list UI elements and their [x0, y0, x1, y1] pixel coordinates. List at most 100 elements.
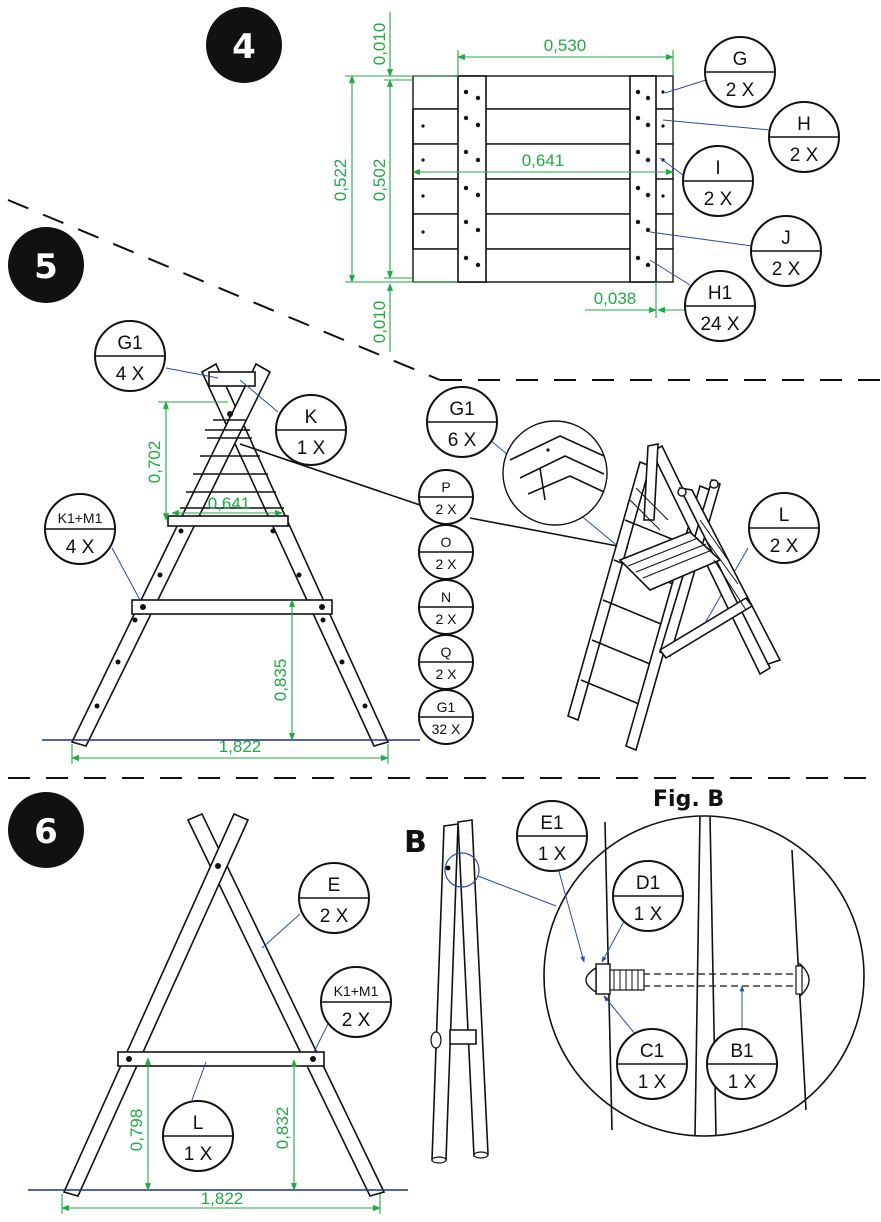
dim-0641: 0,641: [522, 151, 565, 170]
callout-k: K 1 X: [275, 394, 347, 466]
dim-0010-top: 0,010: [370, 23, 389, 66]
dim-0798: 0,798: [127, 1109, 146, 1152]
step4-dimensions: 0,530 0,641 0,522 0,502 0,010 0,010 0,03…: [331, 12, 690, 352]
frame-3d-view: [567, 443, 782, 752]
callout-h-qty: 2 X: [790, 145, 819, 166]
callout-q-code: Q: [441, 644, 452, 660]
callout-l-qty: 2 X: [770, 536, 799, 557]
callout-h1: H1 24 X: [684, 270, 756, 342]
callout-e1-qty: 1 X: [538, 844, 567, 865]
callout-p-code: P: [441, 479, 450, 495]
callout-o-qty: 2 X: [435, 556, 457, 572]
callout-e-qty: 2 X: [320, 906, 349, 927]
callout-q: Q 2 X: [418, 634, 474, 690]
step6-frame: [28, 812, 408, 1197]
callout-l-1x-code: L: [193, 1113, 204, 1134]
callout-o: O 2 X: [418, 524, 474, 580]
callout-n-code: N: [441, 589, 451, 605]
callout-e-code: E: [328, 875, 341, 896]
frame-side-view: [430, 819, 557, 1164]
callout-g-code: G: [733, 49, 748, 70]
callout-l-1x: L 1 X: [162, 1100, 234, 1172]
callout-i: I 2 X: [682, 145, 754, 217]
callout-e1-code: E1: [540, 813, 563, 834]
step-6-number: 6: [34, 812, 58, 852]
step-5-number: 5: [34, 247, 58, 287]
dim-1822-step5: 1,822: [219, 737, 262, 756]
callout-j: J 2 X: [750, 215, 822, 287]
deck-panel: [412, 75, 674, 283]
callout-q-qty: 2 X: [435, 666, 457, 682]
callout-n-qty: 2 X: [435, 611, 457, 627]
callout-j-code: J: [781, 228, 791, 249]
callout-g1-6x: G1 6 X: [426, 386, 498, 458]
callout-h: H 2 X: [768, 101, 840, 173]
dim-0835: 0,835: [271, 659, 290, 702]
callout-b1: B1 1 X: [706, 1028, 778, 1100]
deck-detail-circle: [502, 420, 608, 526]
callout-l-2x: L 2 X: [748, 492, 820, 564]
callout-p: P 2 X: [418, 469, 474, 525]
callout-c1-qty: 1 X: [638, 1072, 667, 1093]
callout-i-qty: 2 X: [704, 189, 733, 210]
callout-k1m1-2x-qty: 2 X: [342, 1010, 371, 1031]
callout-j-qty: 2 X: [772, 259, 801, 280]
callout-e1: E1 1 X: [516, 800, 588, 872]
callout-d1-code: D1: [636, 873, 660, 894]
callout-g1-32x: G1 32 X: [418, 689, 474, 745]
callout-c1-code: C1: [640, 1041, 664, 1062]
step-6-badge: 6: [8, 792, 84, 868]
step5-dimensions: 0,702 0,641 0,835 1,822: [71, 401, 389, 764]
callout-g1-6x-qty: 6 X: [448, 430, 477, 451]
dim-0010-bottom: 0,010: [370, 301, 389, 344]
step-4-badge: 4: [206, 7, 282, 83]
callout-d1-qty: 1 X: [634, 904, 663, 925]
dim-0522: 0,522: [331, 159, 350, 202]
callout-g-qty: 2 X: [726, 80, 755, 101]
callout-l-1x-qty: 1 X: [184, 1144, 213, 1165]
callout-l-code: L: [779, 505, 790, 526]
step-5-badge: 5: [8, 227, 84, 303]
dim-0832: 0,832: [273, 1107, 292, 1150]
callout-d1: D1 1 X: [612, 860, 684, 932]
callout-h1-qty: 24 X: [700, 314, 739, 335]
callout-g1-code: G1: [117, 333, 142, 354]
callout-b1-qty: 1 X: [728, 1072, 757, 1093]
dim-0530: 0,530: [544, 36, 587, 55]
fig-b-title: Fig. B: [653, 787, 724, 812]
callout-g1-4x: G1 4 X: [94, 320, 166, 392]
callout-b1-code: B1: [730, 1041, 753, 1062]
step6-dimensions: 0,798 0,832 1,822: [61, 1057, 381, 1214]
callout-k-code: K: [305, 407, 318, 428]
callout-k1m1-4x: K1+M1 4 X: [44, 493, 116, 565]
dim-0038: 0,038: [594, 289, 637, 308]
callout-g1-qty: 4 X: [116, 364, 145, 385]
step5-frame: [42, 362, 420, 747]
callout-g1-32x-code: G1: [437, 699, 456, 715]
callout-k1m1-qty: 4 X: [66, 537, 95, 558]
callout-i-code: I: [715, 158, 720, 179]
fig-b-detail: [543, 815, 865, 1137]
callout-e: E 2 X: [298, 862, 370, 934]
callout-g: G 2 X: [704, 36, 776, 108]
callout-h1-code: H1: [708, 283, 732, 304]
callout-k1m1-2x-code: K1+M1: [334, 983, 379, 999]
callout-p-qty: 2 X: [435, 501, 457, 517]
dim-step5-0641: 0,641: [208, 494, 251, 513]
callout-h-code: H: [797, 114, 811, 135]
callout-k1m1-code: K1+M1: [58, 510, 103, 526]
callout-g1-32x-qty: 32 X: [432, 721, 461, 737]
callout-k1m1-2x: K1+M1 2 X: [320, 966, 392, 1038]
dim-0502: 0,502: [370, 159, 389, 202]
separator-diagonal: [7, 199, 441, 381]
callout-c1: C1 1 X: [616, 1028, 688, 1100]
callout-n: N 2 X: [418, 579, 474, 635]
step4-leaders: [649, 79, 771, 286]
dim-0702: 0,702: [145, 441, 164, 484]
detail-b-label: B: [404, 825, 427, 860]
callout-o-code: O: [441, 534, 452, 550]
callout-k-qty: 1 X: [297, 438, 326, 459]
dim-1822-step6: 1,822: [201, 1189, 244, 1208]
step-4-number: 4: [232, 27, 256, 67]
